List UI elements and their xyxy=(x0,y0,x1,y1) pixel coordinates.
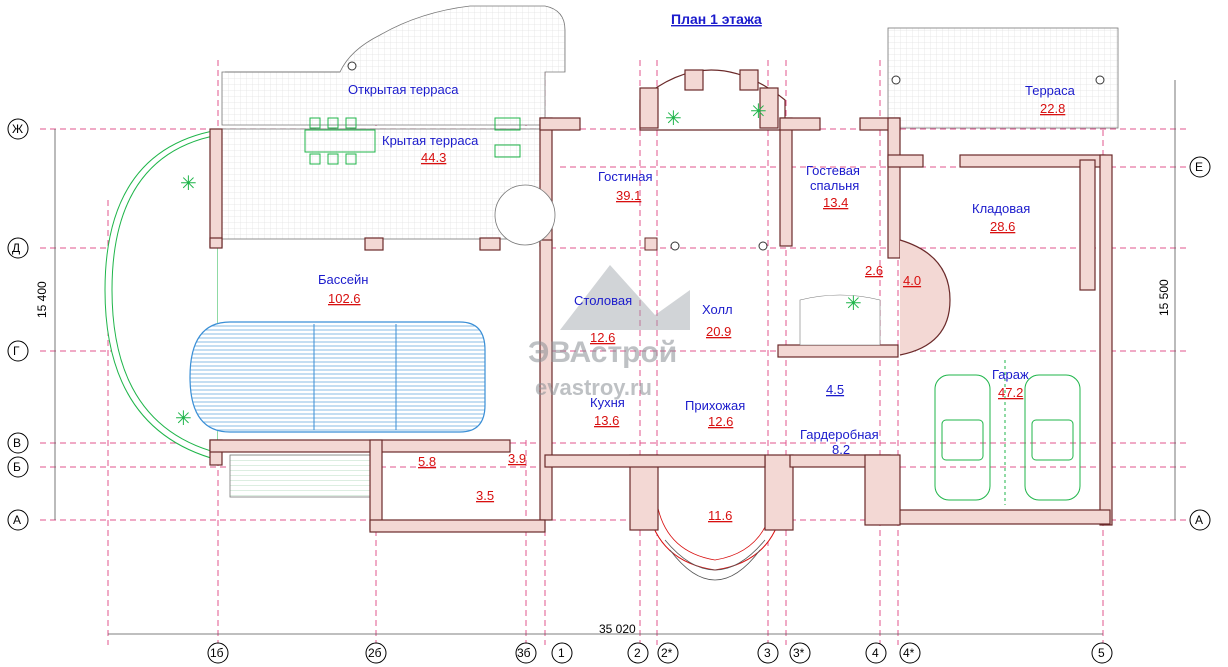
row-axis-label: Г xyxy=(13,344,20,358)
column-axis-label: 2б xyxy=(368,646,382,660)
room-area: 102.6 xyxy=(328,291,361,306)
covered-terrace xyxy=(221,128,541,240)
row-axis-markers: Ж Д Г В Б А А Е xyxy=(7,118,1211,531)
stairs-lower-left xyxy=(229,454,371,498)
room-area: 44.3 xyxy=(421,150,446,165)
room-name: Бассейн xyxy=(318,272,368,287)
right-height-dimension: 15 500 xyxy=(1157,279,1171,316)
svg-text:✳: ✳ xyxy=(750,101,767,123)
row-axis-label: В xyxy=(13,436,21,450)
entrance-bay xyxy=(644,479,786,581)
area-label: 3.9 xyxy=(508,451,526,466)
columns xyxy=(347,61,1105,251)
room-name: Гараж xyxy=(992,367,1029,382)
svg-text:✳: ✳ xyxy=(180,173,197,195)
watermark: ЭВАстрой evastroy.ru xyxy=(528,265,690,400)
column-axis-markers: 1б 2б 3б 1 2 2* 3 3* 4 4* 5 xyxy=(207,642,1113,664)
open-terrace xyxy=(221,5,566,126)
spiral-stair xyxy=(799,239,951,356)
column-axis-label: 2 xyxy=(634,646,641,660)
room-name-line2: спальня xyxy=(810,178,859,193)
area-label: 5.8 xyxy=(418,454,436,469)
area-label: 2.6 xyxy=(865,263,883,278)
row-axis-label: Д xyxy=(12,241,20,255)
room-area: 47.2 xyxy=(998,385,1023,400)
small-area-labels: 2.6 4.0 4.5 5.8 3.9 3.5 11.6 xyxy=(418,263,921,523)
room-area: 8.2 xyxy=(832,442,850,457)
row-axis-label: Б xyxy=(13,460,21,474)
room-name: Холл xyxy=(702,302,733,317)
column-axis-label: 5 xyxy=(1098,646,1105,660)
room-area: 28.6 xyxy=(990,219,1015,234)
column-axis-label: 1б xyxy=(210,646,224,660)
room-labels: Открытая терраса Крытая терраса 44.3 Гос… xyxy=(318,82,1076,457)
width-dimension: 35 020 xyxy=(599,622,636,636)
column-axis-label: 1 xyxy=(558,646,565,660)
column-axis-label: 3 xyxy=(764,646,771,660)
room-area: 12.6 xyxy=(708,414,733,429)
column-axis-label: 3б xyxy=(517,646,531,660)
svg-text:✳: ✳ xyxy=(845,293,862,315)
area-label: 3.5 xyxy=(476,488,494,503)
room-name: Гостевая xyxy=(806,163,860,178)
right-terrace xyxy=(887,27,1119,129)
room-name: Кладовая xyxy=(972,201,1030,216)
watermark-brand: ЭВАстрой xyxy=(528,336,677,369)
room-name: Крытая терраса xyxy=(382,133,479,148)
plant-icons: ✳ ✳ ✳ ✳ ✳ xyxy=(175,101,862,430)
row-axis-label: А xyxy=(13,513,21,527)
swimming-pool xyxy=(189,321,486,433)
room-area: 12.6 xyxy=(590,330,615,345)
area-label: 4.5 xyxy=(826,382,844,397)
room-name: Терраса xyxy=(1025,83,1076,98)
room-area: 13.4 xyxy=(823,195,848,210)
room-name: Кухня xyxy=(590,395,625,410)
room-area: 22.8 xyxy=(1040,101,1065,116)
plan-title: План 1 этажа xyxy=(671,11,762,27)
pool-hall xyxy=(104,129,538,461)
row-axis-label: А xyxy=(1195,513,1203,527)
column-axis-label: 4* xyxy=(903,646,915,660)
column-axis-label: 4 xyxy=(872,646,879,660)
left-height-dimension: 15 400 xyxy=(35,281,49,318)
column-axis-label: 3* xyxy=(793,646,805,660)
column-axis-label: 2* xyxy=(661,646,673,660)
watermark-site: evastroy.ru xyxy=(535,375,652,400)
round-stair xyxy=(494,184,556,246)
room-name: Прихожая xyxy=(685,398,745,413)
terrace-furniture xyxy=(304,117,521,165)
garage-cars xyxy=(934,360,1081,505)
svg-text:✳: ✳ xyxy=(175,408,192,430)
room-name: Открытая терраса xyxy=(348,82,459,97)
room-name: Столовая xyxy=(574,293,632,308)
dimension-lines xyxy=(54,80,1176,635)
room-area: 39.1 xyxy=(616,188,641,203)
row-axis-label: Е xyxy=(1195,160,1203,174)
row-axis-label: Ж xyxy=(12,122,23,136)
room-name: Гардеробная xyxy=(800,427,879,442)
room-area: 13.6 xyxy=(594,413,619,428)
room-name: Гостиная xyxy=(598,169,653,184)
svg-text:✳: ✳ xyxy=(665,108,682,130)
area-label: 4.0 xyxy=(903,273,921,288)
walls xyxy=(209,69,1113,533)
area-label: 11.6 xyxy=(708,508,732,523)
room-area: 20.9 xyxy=(706,324,731,339)
